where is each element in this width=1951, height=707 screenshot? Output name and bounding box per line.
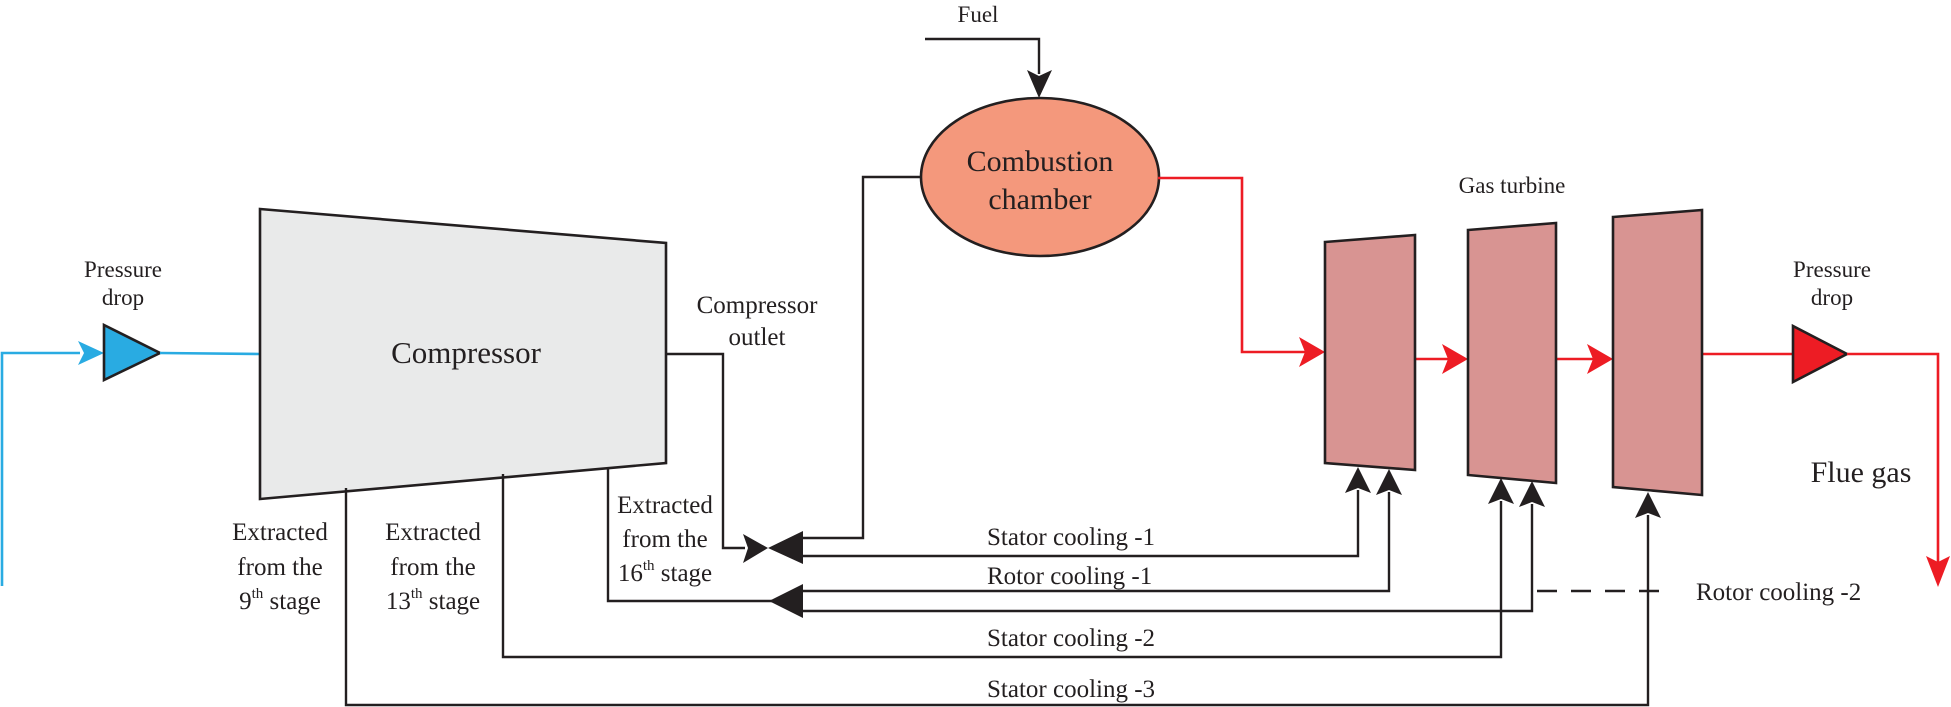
extraction-13-stage-number: 13 bbox=[386, 588, 411, 615]
extraction-13-line1: Extracted bbox=[385, 519, 481, 546]
outlet-pressure-drop-label-line2: drop bbox=[1811, 285, 1853, 310]
extraction-16-line1: Extracted bbox=[617, 492, 713, 519]
stator-cooling-2-arrow bbox=[1488, 478, 1514, 504]
stage9-extraction-line bbox=[344, 488, 1650, 707]
cooling-lines: Stator cooling -1 Rotor cooling -1 Stato… bbox=[803, 467, 1861, 703]
extraction-9-stage-suffix: th bbox=[252, 586, 264, 602]
compressor-outlet-label-line2: outlet bbox=[729, 324, 786, 351]
extraction-9-line3: 9th stage bbox=[239, 586, 321, 615]
mixing-junction bbox=[743, 531, 803, 564]
extraction-9-stage-number: 9 bbox=[239, 588, 252, 615]
extraction-13-line2: from the bbox=[390, 554, 475, 581]
extraction-label-13th: Extracted from the 13th stage bbox=[385, 519, 481, 615]
turbine-stage-3 bbox=[1611, 208, 1704, 497]
stator-cooling-1-label: Stator cooling -1 bbox=[987, 524, 1155, 551]
hot-gas-stream: Pressure drop Flue gas bbox=[1158, 176, 1950, 587]
stator-cooling-3-arrow bbox=[1635, 492, 1661, 518]
fuel-label: Fuel bbox=[958, 2, 999, 27]
rotor-cooling-2-line bbox=[803, 504, 1534, 613]
inlet-pressure-drop-label-line2: drop bbox=[102, 285, 144, 310]
extraction-9-line1: Extracted bbox=[232, 519, 328, 546]
stage16-merge-arrow bbox=[769, 584, 803, 618]
turbine-stage-2 bbox=[1466, 221, 1558, 485]
fuel-arrow-head bbox=[1027, 70, 1052, 98]
turbine-inlet-arrow bbox=[1299, 337, 1325, 367]
stator-cooling-2-label: Stator cooling -2 bbox=[987, 625, 1155, 652]
stage1-to-stage2-arrow bbox=[1442, 344, 1468, 374]
inlet-to-compressor-line bbox=[159, 351, 261, 356]
turbine-stage-1 bbox=[1323, 233, 1417, 472]
fuel-stream: Fuel bbox=[925, 2, 1052, 98]
extraction-16-stage-number: 16 bbox=[618, 560, 643, 587]
inlet-air-line bbox=[0, 351, 80, 586]
extraction-13-stage-suffix: th bbox=[411, 586, 423, 602]
extraction-9-stage-word: stage bbox=[263, 588, 321, 615]
inlet-air-stream: Pressure drop bbox=[0, 257, 261, 586]
extraction-16-line2: from the bbox=[622, 526, 707, 553]
stage13-extraction-line bbox=[501, 474, 1503, 659]
rotor-cooling-1-arrow bbox=[1376, 469, 1402, 495]
extraction-label-16th: Extracted from the 16th stage bbox=[617, 492, 713, 587]
combustion-chamber-label-line2: chamber bbox=[988, 183, 1091, 216]
junction-arrow-right bbox=[743, 534, 768, 563]
stator-cooling-1-arrow bbox=[1345, 467, 1371, 493]
stator-cooling-3-label: Stator cooling -3 bbox=[987, 676, 1155, 703]
stator-cooling-1-line bbox=[803, 490, 1360, 558]
compressor-outlet-label-line1: Compressor bbox=[697, 292, 819, 319]
inlet-arrow-head bbox=[78, 341, 104, 365]
extraction-13-line3: 13th stage bbox=[386, 586, 480, 615]
extraction-16-line3: 16th stage bbox=[618, 558, 712, 587]
extraction-13-stage-word: stage bbox=[423, 588, 481, 615]
stage16-extraction-line bbox=[606, 469, 772, 603]
combustor-to-turbine-line bbox=[1158, 176, 1305, 354]
fuel-line bbox=[925, 37, 1041, 74]
junction-arrow-left bbox=[768, 531, 803, 564]
gas-turbine-label: Gas turbine bbox=[1459, 173, 1566, 198]
outlet-pressure-drop-label-line1: Pressure bbox=[1793, 257, 1871, 282]
flue-gas-arrow-head bbox=[1926, 556, 1950, 587]
stage2-to-stage3-arrow bbox=[1587, 344, 1613, 374]
rotor-cooling-2-arrow bbox=[1519, 481, 1545, 507]
compressor-body bbox=[258, 207, 668, 501]
flue-gas-line bbox=[1847, 352, 1940, 562]
rotor-cooling-2-label: Rotor cooling -2 bbox=[1696, 579, 1861, 606]
outlet-pressure-drop-triangle bbox=[1791, 323, 1850, 385]
compressor-label: Compressor bbox=[391, 335, 542, 370]
combustion-chamber: Combustion chamber bbox=[803, 96, 1161, 540]
combustion-chamber-label-line1: Combustion bbox=[967, 145, 1114, 178]
extraction-9-line2: from the bbox=[237, 554, 322, 581]
compressor-outlet-line bbox=[666, 352, 745, 550]
inlet-pressure-drop-label-line1: Pressure bbox=[84, 257, 162, 282]
combustion-cooling-return-line bbox=[803, 175, 921, 540]
extraction-lines bbox=[344, 469, 1650, 707]
inlet-pressure-drop-triangle bbox=[102, 322, 163, 383]
gas-turbine: Gas turbine bbox=[1323, 173, 1704, 497]
compressor: Compressor bbox=[258, 207, 668, 501]
rotor-cooling-1-label: Rotor cooling -1 bbox=[987, 563, 1152, 590]
extraction-16-stage-suffix: th bbox=[643, 558, 655, 574]
compressor-outlet-stream: Compressor outlet bbox=[666, 292, 819, 550]
flue-gas-label: Flue gas bbox=[1811, 456, 1912, 489]
extraction-16-stage-word: stage bbox=[655, 560, 713, 587]
extraction-label-9th: Extracted from the 9th stage bbox=[232, 519, 328, 615]
rotor-cooling-1-line bbox=[803, 492, 1391, 593]
